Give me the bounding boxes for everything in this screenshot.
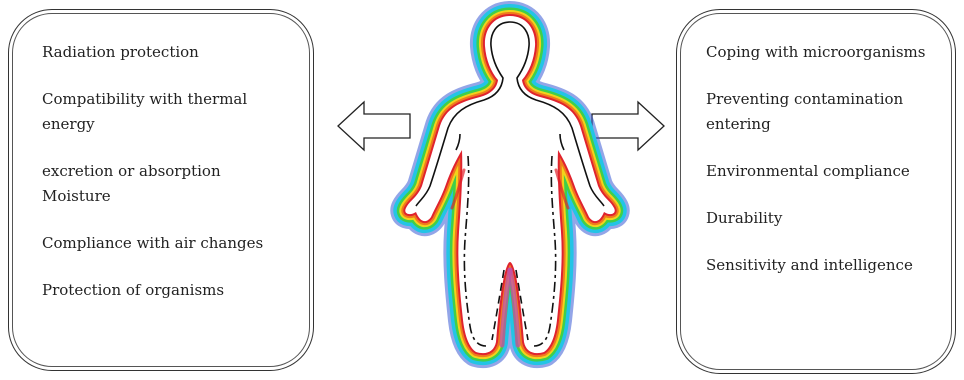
right-property-box: Coping with microorganisms Preventing co… [676, 9, 956, 374]
right-property-list: Coping with microorganisms Preventing co… [706, 40, 946, 300]
list-item: Environmental compliance [706, 159, 946, 184]
list-item: Compliance with air changes [42, 231, 292, 256]
list-item: Protection of organisms [42, 278, 292, 303]
list-item: Radiation protection [42, 40, 292, 65]
list-item: Compatibility with thermal energy [42, 87, 292, 137]
human-body-figure [390, 0, 630, 380]
list-item: Preventing contamination entering [706, 87, 946, 137]
list-item: Coping with microorganisms [706, 40, 946, 65]
list-item: Durability [706, 206, 946, 231]
list-item: excretion or absorption Moisture [42, 159, 292, 209]
left-property-box: Radiation protection Compatibility with … [8, 9, 314, 371]
list-item: Sensitivity and intelligence [706, 253, 946, 278]
left-property-list: Radiation protection Compatibility with … [42, 40, 292, 325]
